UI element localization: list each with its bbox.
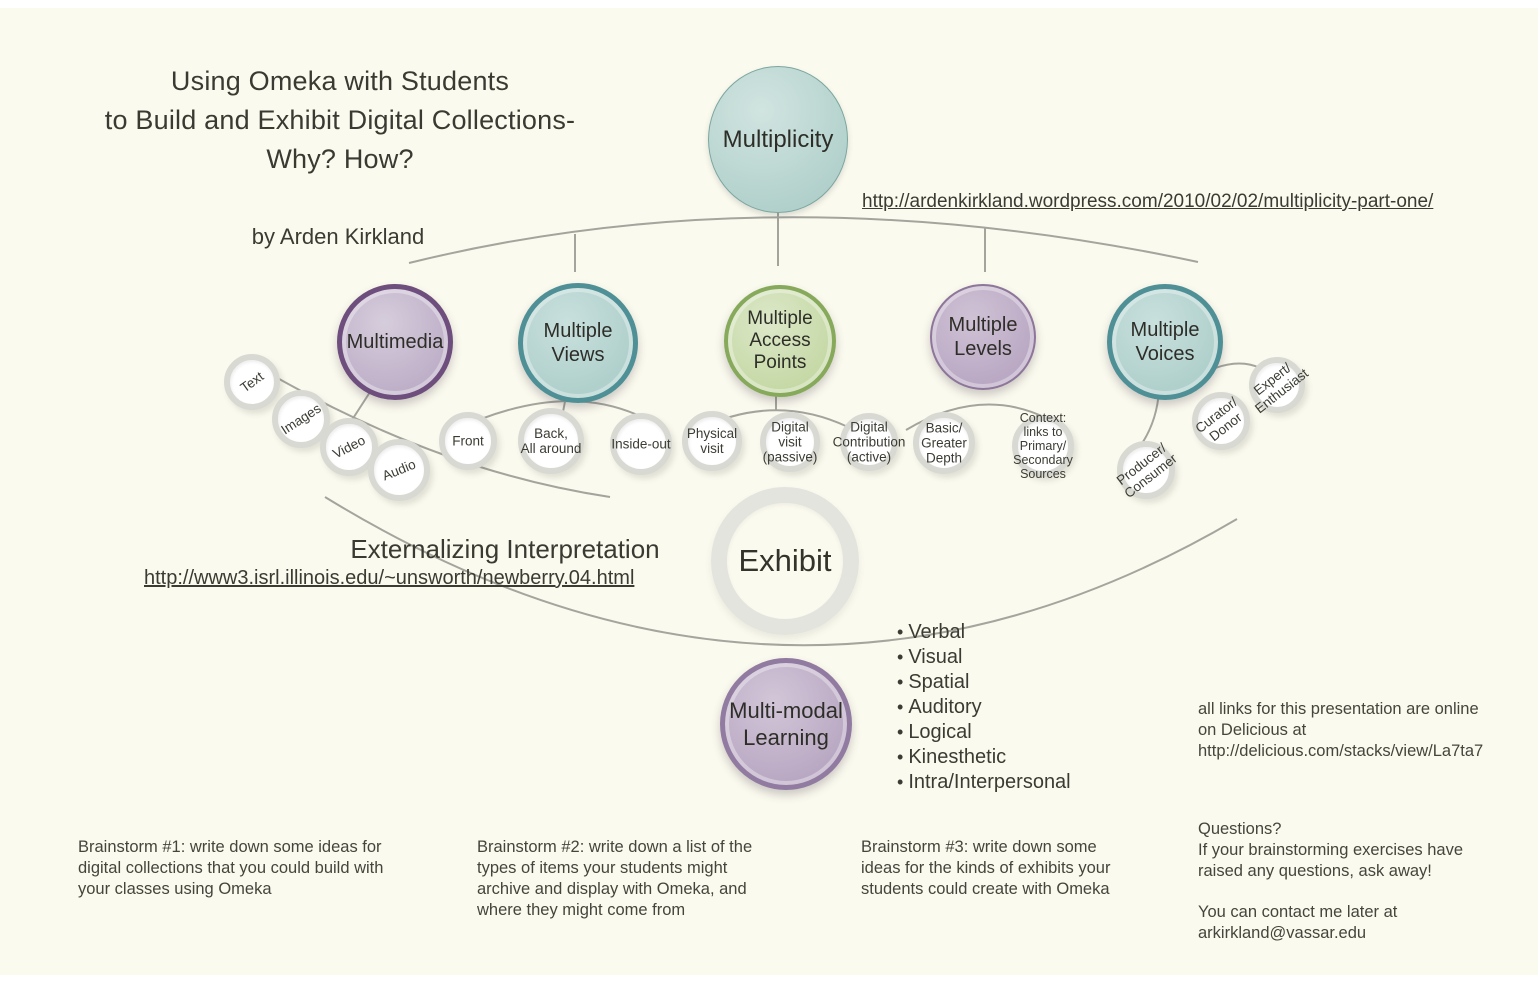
node-physical-visit-label: Physical visit — [686, 426, 738, 456]
list-item: Visual — [897, 645, 1071, 670]
list-item: Auditory — [897, 695, 1071, 720]
node-digital-visit-passive-label: Digital visit (passive) — [762, 419, 818, 465]
delicious-note: all links for this presentation are onli… — [1198, 700, 1484, 760]
node-context-links: Context: links to Primary/ Secondary Sou… — [1012, 411, 1074, 481]
node-audio: Audio — [368, 439, 430, 501]
node-basic-greater-depth: Basic/ Greater Depth — [913, 412, 975, 474]
node-multimodal-learning: Multi-modal Learning — [720, 658, 852, 790]
node-back-all-around: Back, All around — [518, 408, 584, 474]
contact-note: You can contact me later at arkirkland@v… — [1198, 903, 1398, 942]
node-front: Front — [439, 412, 497, 470]
brainstorm-3-note: Brainstorm #3: write down some ideas for… — [861, 838, 1111, 898]
node-multiple-views-label: Multiple Views — [543, 320, 613, 366]
node-multiple-levels: Multiple Levels — [930, 284, 1036, 390]
node-multiplicity-label: Multiplicity — [722, 125, 834, 153]
brainstorm-1-note: Brainstorm #1: write down some ideas for… — [78, 838, 384, 898]
node-back-all-around-label: Back, All around — [520, 426, 582, 456]
node-curator-donor: Curator/ Donor — [1192, 392, 1250, 450]
node-exhibit-label: Exhibit — [738, 543, 832, 578]
node-inside-out-label: Inside-out — [611, 436, 671, 452]
node-inside-out: Inside-out — [610, 413, 672, 475]
byline: by Arden Kirkland — [251, 224, 425, 249]
list-item: Kinesthetic — [897, 745, 1071, 770]
node-multiple-access-points: Multiple Access Points — [724, 285, 836, 397]
node-multimedia-label: Multimedia — [346, 331, 444, 353]
list-item: Logical — [897, 720, 1071, 745]
bottom-margin — [0, 975, 1538, 985]
node-expert-enthusiast: Expert/ Enthusiast — [1249, 357, 1311, 416]
list-item: Intra/Interpersonal — [897, 770, 1070, 795]
multiplicity-article-link[interactable]: http://ardenkirkland.wordpress.com/2010/… — [862, 191, 1434, 212]
node-multiplicity: Multiplicity — [708, 66, 848, 213]
node-front-label: Front — [452, 433, 484, 449]
node-multiple-voices-label: Multiple Voices — [1130, 319, 1200, 365]
node-basic-greater-depth-label: Basic/ Greater Depth — [921, 420, 967, 466]
node-multimodal-learning-label: Multi-modal Learning — [729, 698, 843, 750]
brainstorm-2-note: Brainstorm #2: write down a list of the … — [477, 838, 753, 919]
node-physical-visit: Physical visit — [682, 411, 742, 471]
top-margin — [0, 0, 1538, 8]
newberry-link[interactable]: http://www3.isrl.illinois.edu/~unsworth/… — [144, 567, 635, 589]
page-title: Using Omeka with Students to Build and E… — [104, 66, 576, 174]
node-digital-visit-passive: Digital visit (passive) — [760, 412, 820, 472]
node-digital-contribution-active-label: Digital Contribution (active) — [832, 419, 906, 465]
node-multiple-levels-label: Multiple Levels — [948, 314, 1018, 360]
node-context-links-label: Context: links to Primary/ Secondary Sou… — [1013, 411, 1073, 481]
node-producer-consumer: Producer/ Consumer — [1114, 440, 1180, 501]
node-multiple-views: Multiple Views — [518, 283, 638, 403]
node-text: Text — [224, 354, 280, 410]
list-item: Verbal — [897, 620, 1071, 645]
node-digital-contribution-active: Digital Contribution (active) — [833, 413, 905, 471]
externalizing-interpretation-heading: Externalizing Interpretation — [350, 534, 660, 564]
list-item: Spatial — [897, 670, 1071, 695]
learning-styles-list: Verbal Visual Spatial Auditory Logical K… — [897, 620, 1071, 795]
node-multiple-access-points-label: Multiple Access Points — [747, 308, 813, 373]
node-exhibit: Exhibit — [711, 487, 859, 635]
node-multimedia: Multimedia — [337, 284, 453, 400]
node-multiple-voices: Multiple Voices — [1107, 284, 1223, 400]
questions-note: Questions? If your brainstorming exercis… — [1198, 820, 1464, 880]
